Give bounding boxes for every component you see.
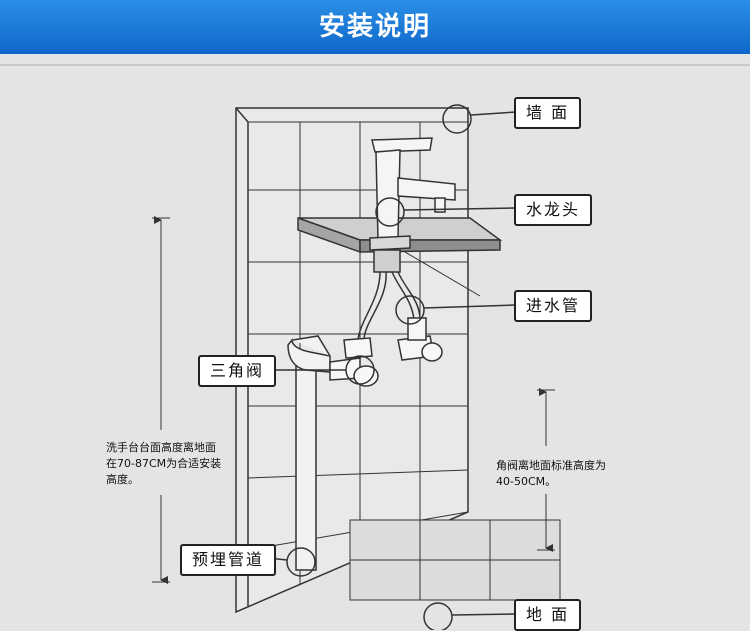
basin-countertop xyxy=(297,216,503,297)
page-title: 安装说明 xyxy=(318,12,431,42)
label-faucet: 水龙头 xyxy=(514,194,593,226)
basin-height-note: 洗手台台面高度离地面 在70-87CM为合适安装 高度。 xyxy=(106,440,221,488)
label-inlet-pipe: 进水管 xyxy=(514,290,593,322)
basin-height-note-line: 洗手台台面高度离地面 xyxy=(106,441,216,454)
label-floor: 地 面 xyxy=(514,599,582,631)
dimension-markers xyxy=(152,216,555,584)
valve-height-note: 角阀离地面标准高度为 40-50CM。 xyxy=(496,458,606,490)
leader-lines xyxy=(267,104,517,630)
faucet xyxy=(369,137,456,273)
header-divider xyxy=(0,64,750,66)
header-bar xyxy=(0,0,750,54)
label-wall: 墙 面 xyxy=(514,97,582,129)
label-angle-valve: 三角阀 xyxy=(198,355,277,387)
valve-height-note-line: 40-50CM。 xyxy=(496,475,557,488)
basin-height-note-line: 高度。 xyxy=(106,473,139,486)
inlet-hoses xyxy=(357,271,421,341)
label-embedded-pipe: 预埋管道 xyxy=(180,544,277,576)
valve-height-note-line: 角阀离地面标准高度为 xyxy=(496,459,606,472)
embedded-pipe xyxy=(287,335,331,571)
basin-height-note-line: 在70-87CM为合适安装 xyxy=(106,457,222,470)
